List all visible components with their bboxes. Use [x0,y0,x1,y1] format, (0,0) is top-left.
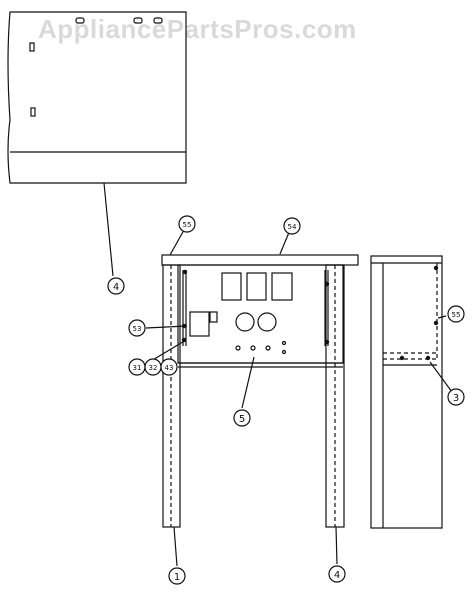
top-panel [7,11,187,277]
callout-31: 31 [133,364,142,372]
callout-labels: 4 55 54 53 31 32 43 5 1 4 55 3 [113,221,461,583]
callout-43: 43 [165,364,174,372]
front-cabinet [161,254,359,567]
callout-4-top: 4 [113,282,119,293]
callout-54: 54 [288,223,297,231]
callout-circles [107,215,465,585]
callout-3: 3 [453,393,459,404]
callout-1: 1 [174,572,180,583]
callout-4-bottom: 4 [334,570,340,581]
side-cabinet [370,255,453,529]
callout-55-left: 55 [183,221,192,229]
callout-5: 5 [239,414,245,425]
callout-55-right: 55 [452,311,461,319]
watermark-logo: AppliancePartsPros.com [38,14,357,44]
callout-32: 32 [149,364,158,372]
leader-lines [145,229,291,409]
callout-53: 53 [133,325,142,333]
fasteners [181,265,439,361]
